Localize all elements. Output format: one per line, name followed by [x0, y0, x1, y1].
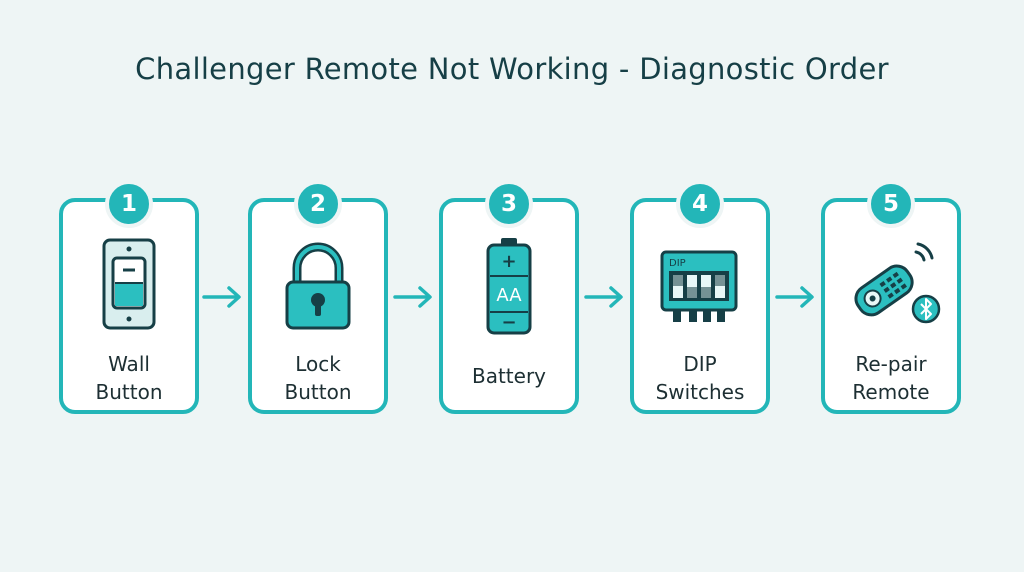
svg-text:+: +	[501, 251, 516, 272]
step-5-badge: 5	[867, 180, 915, 228]
arrow-2-to-3	[393, 282, 435, 312]
step-2-label: Lock Button	[284, 352, 352, 404]
bluetooth-icon	[911, 294, 941, 324]
arrow-right-icon	[584, 286, 623, 308]
arrow-right-icon	[393, 286, 432, 308]
svg-text:−: −	[501, 312, 516, 333]
step-2-card: 2 Lock Button	[248, 180, 388, 414]
step-1-badge: 1	[105, 180, 153, 228]
arrow-1-to-2	[202, 282, 244, 312]
battery-icon: + AA −	[486, 238, 532, 335]
step-5-card: 5 Re-pair Remote	[821, 180, 961, 414]
dip-switch-icon: DIP	[660, 250, 738, 322]
svg-text:AA: AA	[496, 285, 522, 306]
wall-switch-icon	[102, 238, 156, 330]
remote-control-icon	[854, 242, 941, 324]
arrow-4-to-5	[775, 282, 817, 312]
step-1-card: 1 Wall Button	[59, 180, 199, 414]
step-4-badge: 4	[676, 180, 724, 228]
step-3-card: 3 + AA − Battery	[439, 180, 579, 414]
step-4-card: 4 DIP DIP Switches	[630, 180, 770, 414]
arrow-right-icon	[202, 286, 241, 308]
arrow-right-icon	[775, 286, 814, 308]
padlock-icon	[285, 242, 351, 330]
step-3-label: Battery	[471, 364, 547, 388]
svg-text:DIP: DIP	[669, 258, 686, 269]
step-1-label: Wall Button	[95, 352, 163, 404]
step-3-badge: 3	[485, 180, 533, 228]
step-2-badge: 2	[294, 180, 342, 228]
arrow-3-to-4	[584, 282, 626, 312]
step-5-label: Re-pair Remote	[852, 352, 930, 404]
diagram-title: Challenger Remote Not Working - Diagnost…	[135, 52, 889, 86]
step-4-label: DIP Switches	[655, 352, 745, 404]
